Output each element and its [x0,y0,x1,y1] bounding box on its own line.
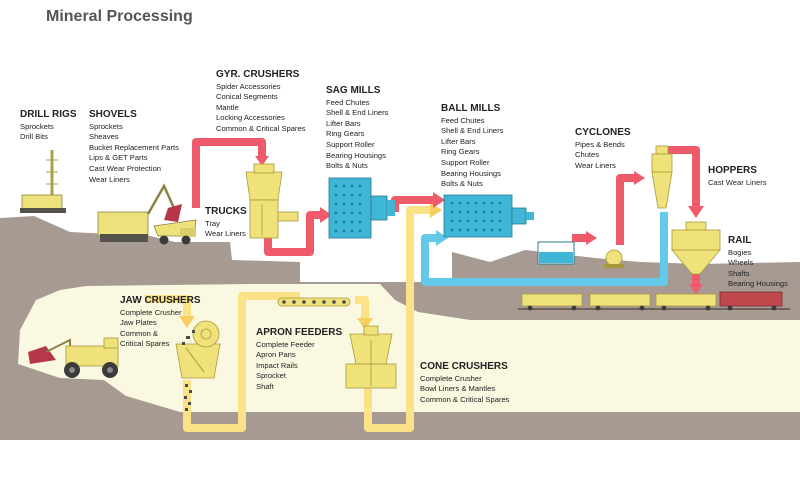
group-item: Bolts & Nuts [326,161,368,171]
group-item: Support Roller [441,157,490,167]
group-item: Bolts & Nuts [441,179,483,189]
sump-tank [537,241,575,265]
blue-flow [421,212,668,286]
group-sag-mills: SAG MILLS Feed Chutes Shell & End Liners… [326,85,389,172]
group-item: Common & [120,328,158,338]
group-title: HOPPERS [708,165,757,176]
group-item: Sprockets [20,121,54,131]
group-title: TRUCKS [205,206,247,217]
shovel [97,183,182,242]
group-title: CYCLONES [575,127,631,138]
drill-rig [20,150,66,213]
group-item: Lifter Bars [441,136,476,146]
group-item: Feed Chutes [441,115,485,125]
group-item: Common & Critical Spares [420,394,510,404]
group-item: Wear Liners [575,160,616,170]
group-jaw-crushers: JAW CRUSHERS Complete Crusher Jaw Plates… [120,295,201,350]
group-item: Conical Segments [216,92,278,102]
group-item: Bearing Housings [728,279,788,289]
group-item: Critical Spares [120,339,170,349]
group-item: Ring Gears [326,129,365,139]
group-cone-crushers: CONE CRUSHERS Complete Crusher Bowl Line… [420,361,510,405]
group-item: Bearing Housings [326,150,386,160]
rail-cars [518,291,790,311]
group-drill-rigs: DRILL RIGS Sprockets Drill Bits [20,109,77,143]
gyratory-crusher [245,163,299,239]
group-item: Lifter Bars [326,118,361,128]
group-gyr-crushers: GYR. CRUSHERS Spider Accessories Conical… [216,69,306,135]
jaw-crusher [175,320,221,411]
group-apron-feeders: APRON FEEDERS Complete Feeder Apron Pans… [256,327,343,393]
group-cyclones: CYCLONES Pipes & Bends Chutes Wear Liner… [575,127,631,171]
group-title: CONE CRUSHERS [420,361,508,372]
group-item: Bowl Liners & Mantles [420,384,496,394]
page-title: Mineral Processing [46,8,193,25]
group-item: Complete Feeder [256,339,315,349]
yellow-flow [145,206,432,432]
group-shovels: SHOVELS Sprockets Sheaves Bucket Replace… [89,109,179,185]
group-item: Wear Liners [205,229,246,239]
group-title: DRILL RIGS [20,109,77,120]
group-item: Shell & End Liners [441,126,504,136]
group-item: Cast Wear Liners [708,177,767,187]
group-item: Shafts [728,268,750,278]
group-title: GYR. CRUSHERS [216,69,300,80]
group-item: Tray [205,218,220,228]
blue-arrowheads [436,230,448,246]
group-item: Sheaves [89,132,119,142]
group-item: Common & Critical Spares [216,123,306,133]
group-title: SHOVELS [89,109,137,120]
group-item: Apron Pans [256,350,296,360]
hopper [671,221,721,275]
group-item: Wear Liners [89,174,130,184]
ball-mill [443,194,534,238]
group-item: Ring Gears [441,147,480,157]
sag-mill [328,177,395,239]
group-item: Complete Crusher [420,373,482,383]
group-trucks: TRUCKS Tray Wear Liners [205,206,247,240]
group-ball-mills: BALL MILLS Feed Chutes Shell & End Liner… [441,103,504,190]
group-item: Shaft [256,381,274,391]
group-item: Jaw Plates [120,318,157,328]
group-title: APRON FEEDERS [256,327,343,338]
group-item: Spider Accessories [216,81,281,91]
group-title: SAG MILLS [326,85,381,96]
group-title: JAW CRUSHERS [120,295,201,306]
group-hoppers: HOPPERS Cast Wear Liners [708,165,767,188]
red-arrowheads [255,156,704,294]
group-item: Pipes & Bends [575,139,625,149]
group-item: Wheels [728,258,754,268]
group-item: Bogies [728,247,752,257]
group-title: BALL MILLS [441,103,501,114]
apron-feeder [277,297,351,307]
group-item: Lips & GET Parts [89,153,148,163]
group-item: Drill Bits [20,132,48,142]
cyclone [651,145,673,209]
group-item: Shell & End Liners [326,108,389,118]
cone-crusher [345,325,397,389]
group-item: Feed Chutes [326,97,370,107]
group-item: Chutes [575,150,600,160]
group-item: Sprockets [89,121,123,131]
group-item: Locking Accessories [216,113,285,123]
underground-loader [28,337,119,378]
group-item: Bearing Housings [441,168,501,178]
group-item: Impact Rails [256,360,298,370]
group-item: Complete Crusher [120,307,182,317]
group-rail: RAIL Bogies Wheels Shafts Bearing Housin… [728,235,788,290]
group-title: RAIL [728,235,752,246]
group-item: Cast Wear Protection [89,163,162,173]
group-item: Mantle [216,102,239,112]
group-item: Bucket Replacement Parts [89,142,179,152]
group-item: Sprocket [256,371,286,381]
pump [604,249,624,268]
haul-truck [153,219,197,245]
group-item: Support Roller [326,139,375,149]
